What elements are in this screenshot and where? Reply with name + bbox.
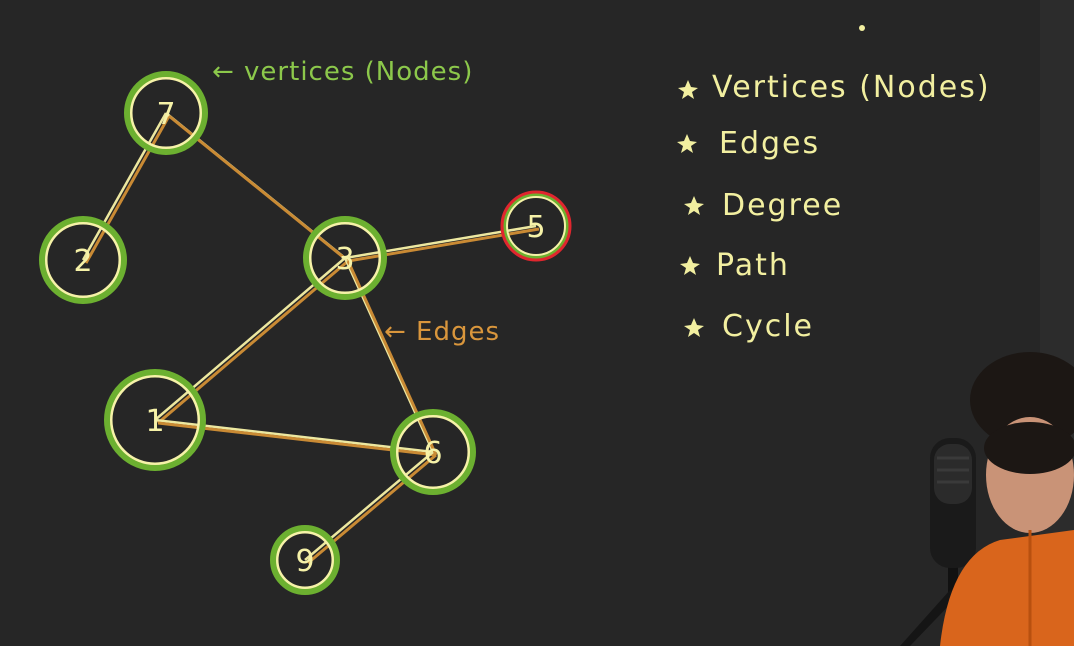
topic-edges: Edges (719, 126, 820, 161)
edges-annotation: ← Edges (384, 317, 500, 347)
topic-vertices: Vertices (Nodes) (712, 70, 991, 105)
topic-item: Edges (677, 126, 820, 161)
node-6: 6 (390, 409, 476, 495)
node-label: 3 (335, 242, 354, 277)
node-2: 2 (39, 216, 127, 304)
node-label: 5 (526, 210, 545, 245)
star-icon (680, 256, 700, 275)
edge-3-6 (343, 257, 438, 456)
topic-item: Vertices (Nodes) (678, 70, 991, 105)
edge-7-2 (81, 112, 171, 264)
star-icon (677, 134, 697, 153)
star-icon (684, 196, 704, 215)
vertices-annotation: ← vertices (Nodes) (212, 57, 473, 87)
node-label: 6 (423, 436, 442, 471)
topic-degree: Degree (722, 188, 843, 223)
node-label: 1 (145, 404, 164, 439)
node-label: 9 (295, 544, 314, 579)
star-icon (684, 318, 704, 337)
topics-list: Vertices (Nodes) Edges Degree Path Cycle (677, 70, 991, 344)
node-9: 9 (270, 525, 340, 595)
presenter-video (880, 340, 1074, 646)
topic-item: Path (680, 248, 790, 283)
presenter-illustration (900, 352, 1074, 646)
node-label: 7 (156, 97, 175, 132)
edge-6-9 (304, 451, 437, 565)
node-3: 3 (303, 216, 387, 300)
topic-path: Path (716, 248, 790, 283)
node-7: 7 (124, 71, 208, 155)
chalk-dot (859, 25, 865, 31)
node-label: 2 (73, 244, 92, 279)
topic-item: Degree (684, 188, 843, 223)
topic-cycle: Cycle (722, 309, 814, 344)
node-1: 1 (104, 369, 206, 471)
star-icon (678, 80, 698, 99)
node-5: 5 (500, 190, 572, 262)
topic-item: Cycle (684, 309, 814, 344)
